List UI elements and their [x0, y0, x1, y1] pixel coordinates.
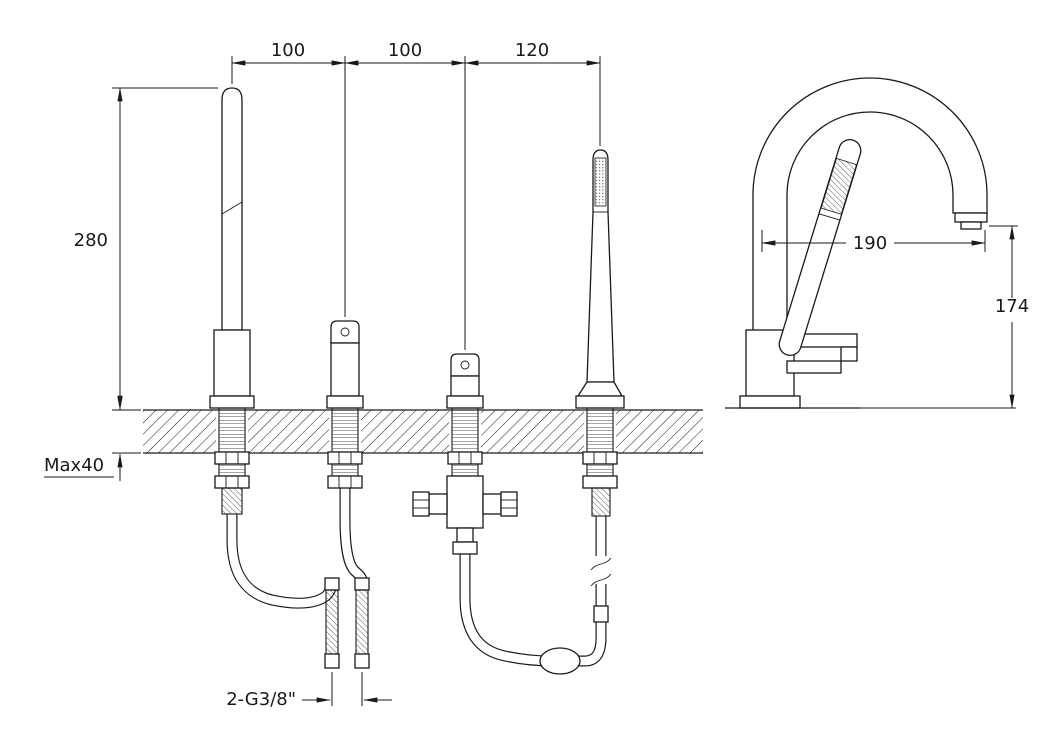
valve-handle-left: [326, 320, 364, 409]
handshower-front: [575, 149, 625, 409]
dim-label-spacing-1: 100: [271, 40, 305, 61]
dim-label-spacing-3: 120: [515, 40, 549, 61]
dim-label-reach: 190: [853, 233, 887, 254]
spout: [209, 87, 255, 409]
spout-side: [739, 77, 988, 409]
side-view: 190 174: [725, 77, 1029, 409]
handshower-holder: [786, 333, 858, 374]
dimensions-front: 100 100 120 280 Max40 2-G3/8": [44, 40, 601, 710]
dim-label-side-height: 174: [995, 296, 1029, 317]
dim-label-inlet-connections: 2-G3/8": [226, 689, 296, 710]
valve-handle-right: [446, 353, 484, 409]
dimensions-side: 190 174: [761, 225, 1029, 409]
dim-label-deck-thickness: Max40: [44, 455, 104, 476]
dim-label-height: 280: [74, 230, 108, 251]
plumbing-fittings: [214, 407, 618, 675]
handshower-side: [778, 139, 862, 356]
dim-label-spacing-2: 100: [388, 40, 422, 61]
front-view: 100 100 120 280 Max40 2-G3/8": [44, 40, 703, 710]
